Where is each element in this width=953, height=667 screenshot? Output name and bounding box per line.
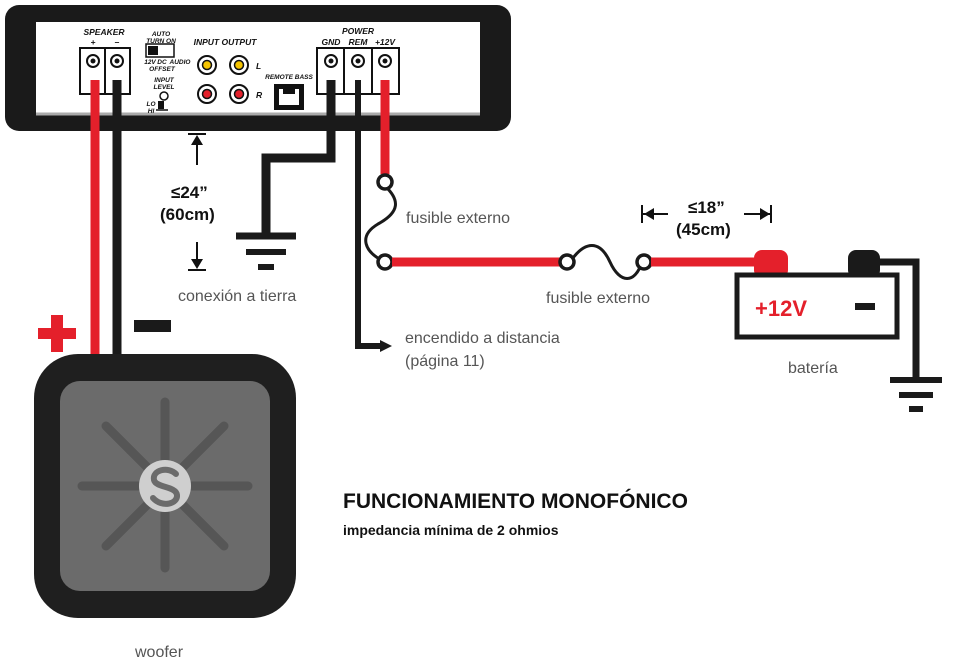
battery-positive-label: +12V — [755, 296, 807, 321]
auto-turn-on-label-line2: TURN ON — [146, 38, 176, 45]
battery-negative-symbol-icon — [855, 303, 875, 310]
horizontal-fuse-label: fusible externo — [546, 290, 650, 307]
rca-output-left-pin-icon — [233, 59, 245, 71]
plus-marker-vertical-icon — [51, 315, 63, 352]
vertical-fuse-top-eye-icon — [376, 173, 394, 191]
channel-left-label: L — [256, 61, 261, 71]
fuse-distance-cm: (45cm) — [676, 220, 731, 239]
gnd-screw-head-icon — [328, 58, 334, 64]
speaker-minus-screw-head-icon — [114, 58, 120, 64]
remote-bass-label: REMOTE BASS — [265, 74, 313, 81]
input-level-label: INPUT — [154, 77, 175, 84]
woofer-spokes-icon — [77, 397, 253, 573]
vertical-fuse-label: fusible externo — [406, 210, 510, 227]
mode-12v-label: 12V — [144, 59, 156, 66]
speaker-plus-label: + — [91, 37, 96, 47]
ground-connection-label: conexión a tierra — [178, 288, 296, 305]
speaker-minus-label: – — [115, 37, 120, 47]
ground-distance-marker — [188, 133, 206, 271]
rem-terminal-label: REM — [349, 37, 369, 47]
speaker-terminal-label: SPEAKER — [83, 27, 125, 37]
input-level-knob-icon — [159, 91, 169, 101]
rca-input-left-pin-icon — [201, 59, 213, 71]
gnd-terminal-label: GND — [322, 37, 341, 47]
channel-right-label: R — [256, 90, 263, 100]
rca-input-right-pin-icon — [201, 88, 213, 100]
level-hi-label: HI — [148, 108, 155, 115]
fuse-distance-inches: ≤18” — [688, 198, 725, 217]
rca-output-right-pin-icon — [233, 88, 245, 100]
minus-marker-icon — [134, 320, 171, 332]
input-level-label-line2: LEVEL — [154, 84, 175, 91]
woofer-label: woofer — [134, 644, 184, 661]
diagram-title: FUNCIONAMIENTO MONOFÓNICO — [343, 489, 688, 513]
horizontal-fuse-left-eye-icon — [558, 253, 576, 271]
ground-distance-up-arrow-icon — [191, 135, 203, 145]
speaker-plus-screw-head-icon — [90, 58, 96, 64]
vertical-fuse-bottom-eye-icon — [376, 253, 394, 271]
level-slider-icon — [158, 101, 164, 109]
remote-turn-on-label: encendido a distancia — [405, 330, 560, 347]
rem-screw-head-icon — [355, 58, 361, 64]
ground-wire — [261, 80, 336, 234]
horizontal-fuse-right-eye-icon — [635, 253, 653, 271]
ground-distance-down-arrow-icon — [191, 259, 203, 269]
level-lo-label: LO — [146, 101, 155, 108]
wiring — [90, 80, 942, 412]
remote-bass-port-icon — [274, 84, 304, 110]
horizontal-fuse-element-icon — [568, 244, 644, 280]
fuse-distance-right-arrow-icon — [760, 208, 770, 220]
fuse-distance-left-arrow-icon — [644, 208, 654, 220]
labels: ≤24” (60cm) conexión a tierra fusible ex… — [134, 183, 838, 661]
mode-offset-label: OFFSET — [149, 66, 176, 73]
mode-audio-label: AUDIO — [169, 59, 191, 66]
power-label: POWER — [342, 26, 375, 36]
ground-distance-cm: (60cm) — [160, 205, 215, 224]
auto-turn-on-switch-knob-icon — [148, 46, 158, 55]
remote-turn-on-page-ref: (página 11) — [405, 353, 485, 370]
polarity-markers — [38, 315, 171, 352]
remote-wire-arrow-icon — [380, 340, 392, 352]
vertical-fuse-element-icon — [364, 184, 397, 264]
input-output-label: INPUT OUTPUT — [194, 37, 258, 47]
woofer — [34, 354, 296, 618]
plus12v-screw-head-icon — [382, 58, 388, 64]
battery-positive-post — [754, 250, 788, 278]
mode-dc-label: DC — [157, 59, 167, 66]
amplifier: SPEAKER + – AUTO TURN ON 12V DC AUDIO OF… — [5, 5, 511, 131]
battery-negative-post — [848, 250, 880, 278]
auto-turn-on-label: AUTO — [151, 31, 170, 38]
diagram-subtitle: impedancia mínima de 2 ohmios — [343, 522, 559, 538]
woofer-s-logo-icon — [150, 466, 180, 507]
plus12v-terminal-label: +12V — [375, 37, 396, 47]
remote-turn-on-wire — [355, 80, 380, 349]
battery: +12V — [734, 250, 900, 340]
fuse-distance-marker — [641, 205, 772, 223]
ground-distance-inches: ≤24” — [171, 183, 208, 202]
battery-label: batería — [788, 360, 838, 377]
